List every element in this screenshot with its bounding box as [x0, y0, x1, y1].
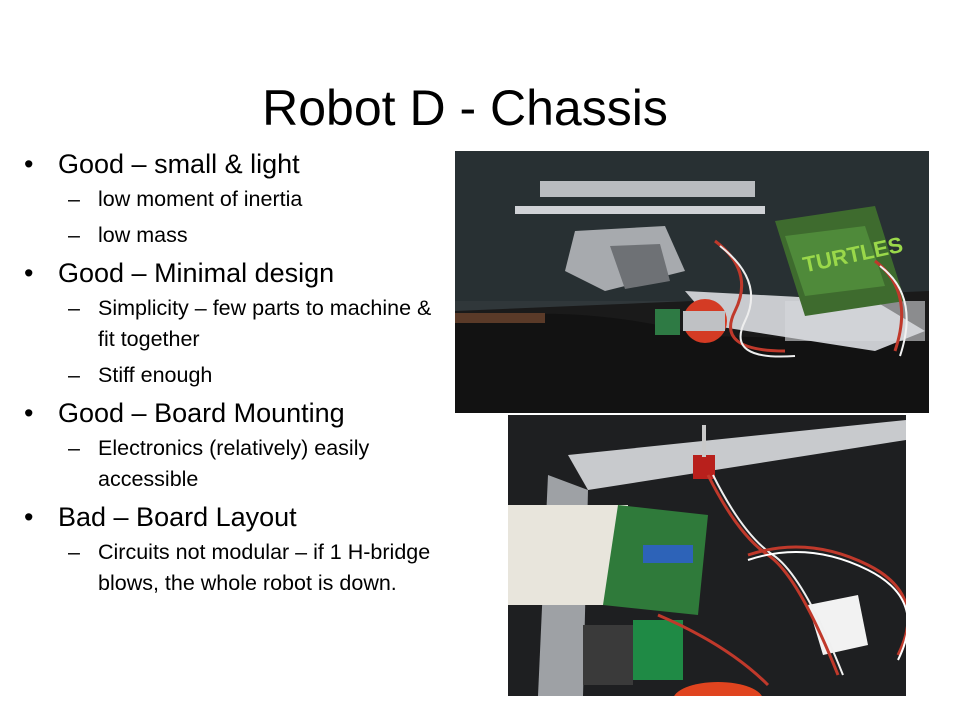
sub-bullet-list: low moment of inertia low mass — [58, 184, 447, 251]
sub-bullet-item: low moment of inertia — [58, 184, 447, 215]
sub-bullet-item: Circuits not modular – if 1 H-bridge blo… — [58, 537, 447, 599]
sub-bullet-item: Electronics (relatively) easily accessib… — [58, 433, 447, 495]
robot-chassis-photo: TURTLES — [455, 151, 929, 413]
bullet-item: Bad – Board Layout Circuits not modular … — [22, 501, 447, 599]
bullet-list: Good – small & light low moment of inert… — [22, 142, 447, 605]
sub-bullet-item: low mass — [58, 220, 447, 251]
sub-bullet-list: Circuits not modular – if 1 H-bridge blo… — [58, 537, 447, 599]
bullet-text: Good – small & light — [58, 149, 300, 179]
bullet-text: Bad – Board Layout — [58, 502, 297, 532]
bullet-item: Good – Board Mounting Electronics (relat… — [22, 397, 447, 495]
sub-bullet-list: Electronics (relatively) easily accessib… — [58, 433, 447, 495]
bullet-text: Good – Board Mounting — [58, 398, 345, 428]
slide-title: Robot D - Chassis — [262, 80, 668, 136]
bullet-text: Good – Minimal design — [58, 258, 335, 288]
bullet-item: Good – Minimal design Simplicity – few p… — [22, 257, 447, 391]
sub-bullet-item: Stiff enough — [58, 360, 447, 391]
robot-electronics-photo — [508, 415, 906, 696]
bullet-item: Good – small & light low moment of inert… — [22, 148, 447, 251]
sub-bullet-list: Simplicity – few parts to machine & fit … — [58, 293, 447, 391]
sub-bullet-item: Simplicity – few parts to machine & fit … — [58, 293, 447, 355]
